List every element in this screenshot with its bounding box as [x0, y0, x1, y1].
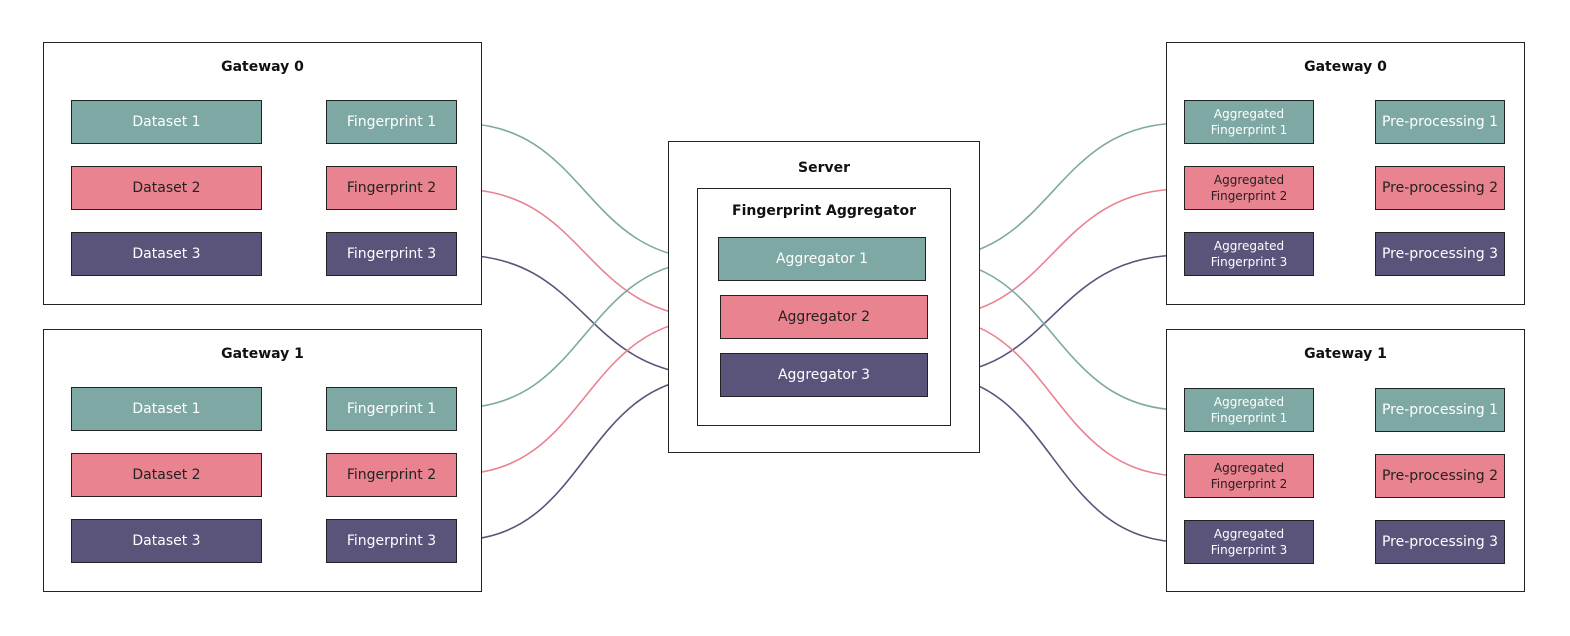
- right-g1-aggregated-2-line2: Fingerprint 2: [1210, 477, 1288, 491]
- right-g1-aggregated-1-line1: Aggregated: [1213, 395, 1285, 409]
- left-g0-dataset-2: Dataset 2: [71, 166, 262, 210]
- right-gateway-0-title: Gateway 0: [1304, 59, 1387, 75]
- left-g1-fingerprint-3: Fingerprint 3: [326, 519, 457, 563]
- right-g1-preprocessing-2: Pre-processing 2: [1375, 454, 1505, 498]
- left-g0-dataset-3: Dataset 3: [71, 232, 262, 276]
- left-g0-fingerprint-2-label: Fingerprint 2: [346, 180, 437, 196]
- right-g0-preprocessing-3: Pre-processing 3: [1375, 232, 1505, 276]
- left-g1-dataset-3-label: Dataset 3: [132, 533, 201, 549]
- right-g1-preprocessing-3: Pre-processing 3: [1375, 520, 1505, 564]
- right-g1-preprocessing-1-label: Pre-processing 1: [1381, 402, 1499, 418]
- aggregator-2: Aggregator 2: [720, 295, 928, 339]
- aggregator-1: Aggregator 1: [718, 237, 926, 281]
- left-g0-fingerprint-3: Fingerprint 3: [326, 232, 457, 276]
- right-g0-preprocessing-3-label: Pre-processing 3: [1381, 246, 1499, 262]
- fingerprint-aggregator-title: Fingerprint Aggregator: [732, 203, 916, 219]
- right-g0-aggregated-1-line1: Aggregated: [1213, 107, 1285, 121]
- left-g0-fingerprint-3-label: Fingerprint 3: [346, 246, 437, 262]
- right-g0-preprocessing-2-label: Pre-processing 2: [1381, 180, 1499, 196]
- left-g0-fingerprint-1: Fingerprint 1: [326, 100, 457, 144]
- right-g1-preprocessing-1: Pre-processing 1: [1375, 388, 1505, 432]
- left-gateway-1-title: Gateway 1: [221, 346, 304, 362]
- left-gateway-0-title: Gateway 0: [221, 59, 304, 75]
- right-g0-preprocessing-1: Pre-processing 1: [1375, 100, 1505, 144]
- left-g1-fingerprint-1-label: Fingerprint 1: [346, 401, 437, 417]
- right-g1-aggregated-3-line2: Fingerprint 3: [1210, 543, 1288, 557]
- left-g0-fingerprint-1-label: Fingerprint 1: [346, 114, 437, 130]
- aggregator-3-label: Aggregator 3: [777, 367, 871, 383]
- right-g1-aggregated-1-line2: Fingerprint 1: [1210, 411, 1288, 425]
- server-title: Server: [797, 160, 850, 176]
- left-g1-fingerprint-1: Fingerprint 1: [326, 387, 457, 431]
- left-g1-fingerprint-3-label: Fingerprint 3: [346, 533, 437, 549]
- left-g1-dataset-2: Dataset 2: [71, 453, 262, 497]
- left-g1-dataset-2-label: Dataset 2: [132, 467, 201, 483]
- left-g1-fingerprint-2: Fingerprint 2: [326, 453, 457, 497]
- right-g0-aggregated-1-line2: Fingerprint 1: [1210, 123, 1288, 137]
- right-g1-aggregated-3-line1: Aggregated: [1213, 527, 1285, 541]
- aggregator-3: Aggregator 3: [720, 353, 928, 397]
- aggregator-2-label: Aggregator 2: [777, 309, 871, 325]
- right-g0-preprocessing-2: Pre-processing 2: [1375, 166, 1505, 210]
- right-gateway-1-title: Gateway 1: [1304, 346, 1387, 362]
- right-g0-aggregated-3-line2: Fingerprint 3: [1210, 255, 1288, 269]
- right-g0-preprocessing-1-label: Pre-processing 1: [1381, 114, 1499, 130]
- right-g0-aggregated-2-line2: Fingerprint 2: [1210, 189, 1288, 203]
- right-g1-preprocessing-2-label: Pre-processing 2: [1381, 468, 1499, 484]
- left-g0-fingerprint-2: Fingerprint 2: [326, 166, 457, 210]
- left-g0-dataset-3-label: Dataset 3: [132, 246, 201, 262]
- right-g0-aggregated-2-line1: Aggregated: [1213, 173, 1285, 187]
- left-g1-fingerprint-2-label: Fingerprint 2: [346, 467, 437, 483]
- left-g1-dataset-1-label: Dataset 1: [132, 401, 201, 417]
- left-g0-dataset-1-label: Dataset 1: [132, 114, 201, 130]
- right-g1-aggregated-2-line1: Aggregated: [1213, 461, 1285, 475]
- aggregator-1-label: Aggregator 1: [775, 251, 869, 267]
- left-g1-dataset-3: Dataset 3: [71, 519, 262, 563]
- right-g1-preprocessing-3-label: Pre-processing 3: [1381, 534, 1499, 550]
- right-g0-aggregated-3-line1: Aggregated: [1213, 239, 1285, 253]
- left-g0-dataset-1: Dataset 1: [71, 100, 262, 144]
- left-g1-dataset-1: Dataset 1: [71, 387, 262, 431]
- left-g0-dataset-2-label: Dataset 2: [132, 180, 201, 196]
